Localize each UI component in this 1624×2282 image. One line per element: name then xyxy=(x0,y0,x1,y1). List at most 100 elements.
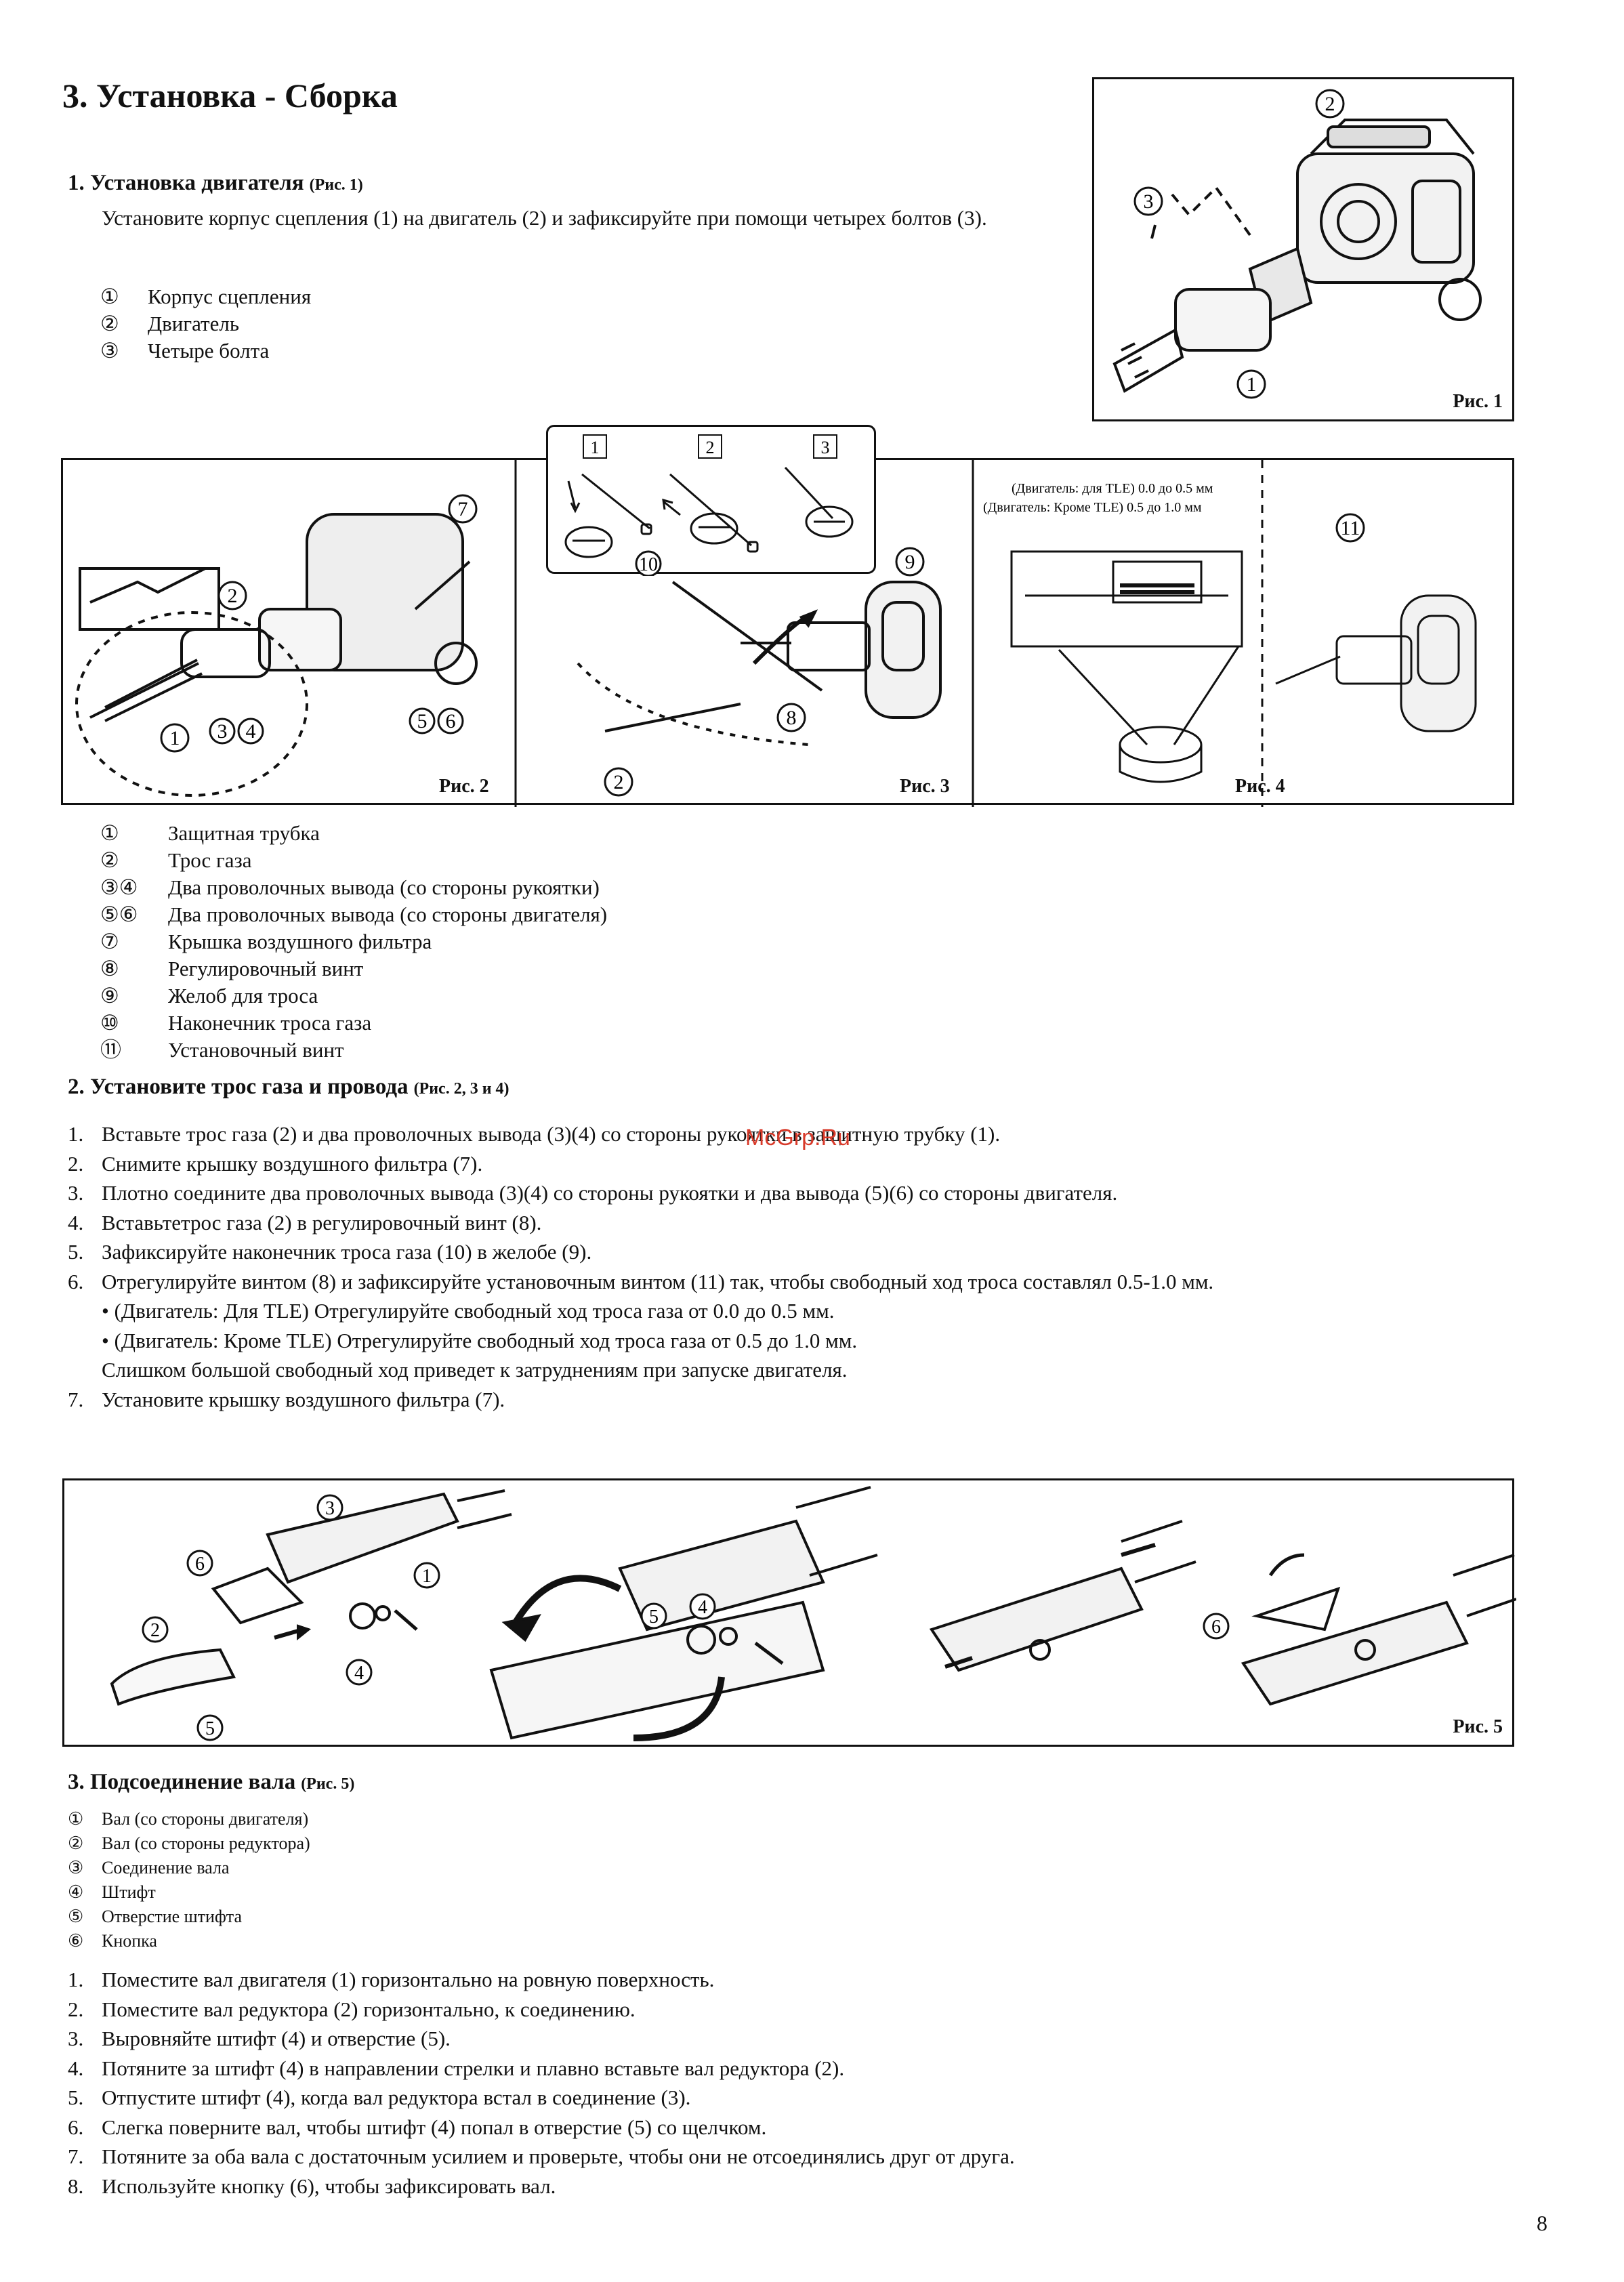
section1-text: Установите корпус сцепления (1) на двига… xyxy=(102,206,987,230)
legend-label: Отверстие штифта xyxy=(102,1907,243,1926)
step-item: 5. Отпустите штифт (4), когда вал редукто… xyxy=(68,2083,1511,2113)
legend-item: ⑦ Крышка воздушного фильтра xyxy=(100,928,607,955)
legend-item: ⑩ Наконечник троса газа xyxy=(100,1010,607,1037)
legend-num: ① xyxy=(100,821,119,845)
figures-2-4: 7 2 1 3 4 5 6 9 xyxy=(61,458,1514,807)
legend-label: Крышка воздушного фильтра xyxy=(168,930,432,953)
step-item: 7.Потяните за оба вала с достаточным уси… xyxy=(68,2142,1511,2172)
callout-6-fig5: 6 xyxy=(195,1554,205,1575)
step-box-2: 2 xyxy=(706,438,715,457)
legend-label: Вал (со стороны редуктора) xyxy=(102,1833,310,1853)
step-box-1: 1 xyxy=(591,438,600,457)
step-item: 3. Плотно соедините два проволочных вывод… xyxy=(68,1178,1511,1208)
legend-num: ③④ xyxy=(100,875,138,899)
step-item: 7. Установите крышку воздушного фильтра (… xyxy=(68,1385,1511,1415)
figure-1: 2 3 1 Рис. 1 xyxy=(1092,77,1514,421)
step-text: Отрегулируйте винтом (8) и зафиксируйте … xyxy=(102,1269,1214,1293)
shaft-connection-illustration: 3 6 1 2 4 5 5 4 6 xyxy=(110,1486,1516,1741)
step-num: 2. xyxy=(68,1997,84,2021)
section3-ref: (Рис. 5) xyxy=(301,1775,355,1793)
legend-label: Два проволочных вывода (со стороны двига… xyxy=(168,903,608,926)
step-item: 2. Поместите вал редуктора (2) горизонтал… xyxy=(68,1995,1511,2025)
step-text: Потяните за оба вала с достаточным усили… xyxy=(102,2144,1015,2168)
legend-num: ② xyxy=(68,1833,84,1853)
legend-label: Четыре болта xyxy=(148,339,270,362)
legend-item: ② Двигатель xyxy=(100,310,311,337)
legend-num: ② xyxy=(100,312,119,335)
legend-label: Защитная трубка xyxy=(168,821,320,845)
step-text: Слегка поверните вал, чтобы штифт (4) по… xyxy=(102,2115,767,2139)
legend-num: ① xyxy=(100,285,119,308)
step-num: 5. xyxy=(68,2086,84,2109)
legend-num: ② xyxy=(100,848,119,872)
engine-clutch-illustration: 2 3 1 xyxy=(1112,89,1482,399)
legend-label: Трос газа xyxy=(168,848,252,872)
step-text: Отпустите штифт (4), когда вал редуктора… xyxy=(102,2086,691,2109)
legend-label: Наконечник троса газа xyxy=(168,1011,372,1035)
fig4-note-tle: (Двигатель: для TLE) 0.0 до 0.5 мм xyxy=(1012,481,1213,496)
legend-label: Двигатель xyxy=(148,312,239,335)
callout-2: 2 xyxy=(1325,93,1335,115)
step-num: 7. xyxy=(68,1387,84,1411)
step-num: 6. xyxy=(68,1269,84,1293)
legend-label: Желоб для троса xyxy=(168,984,318,1008)
step-num xyxy=(68,1355,102,1385)
legend-item: ① Защитная трубка xyxy=(100,820,607,847)
step-item: 8.Используйте кнопку (6), чтобы зафиксир… xyxy=(68,2172,1511,2201)
step-text: • (Двигатель: Для TLE) Отрегулируйте сво… xyxy=(102,1299,835,1323)
section3-heading-text: 3. Подсоединение вала xyxy=(68,1770,296,1794)
legend-num: ⑦ xyxy=(100,930,119,953)
step-text: Вставьте трос газа (2) и два проволочных… xyxy=(102,1122,1001,1146)
throttle-cable-illustrations: 7 2 1 3 4 5 6 9 xyxy=(75,460,1477,807)
callout-5-fig5b: 5 xyxy=(649,1606,659,1627)
legend-label: Вал (со стороны двигателя) xyxy=(102,1809,309,1829)
step-num: 3. xyxy=(68,1181,84,1205)
step-box-3: 3 xyxy=(821,438,830,457)
legend-label: Регулировочный винт xyxy=(168,957,364,980)
legend-label: Соединение вала xyxy=(102,1858,230,1878)
callout-3-fig2: 3 xyxy=(217,720,228,743)
step-num: 4. xyxy=(68,2056,84,2080)
legend-num: ⑩ xyxy=(100,1011,119,1035)
legend-label: Штифт xyxy=(102,1882,156,1902)
step-text: Плотно соедините два проволочных вывода … xyxy=(102,1181,1118,1205)
step-item: 3. Выровняйте штифт (4) и отверстие (5). xyxy=(68,2024,1511,2054)
step-item: 6. Отрегулируйте винтом (8) и зафиксируйт… xyxy=(68,1267,1511,1297)
legend-num: ⑧ xyxy=(100,957,119,980)
section3-steps: 1.Поместите вал двигателя (1) горизонтал… xyxy=(68,1965,1511,2201)
callout-10: 10 xyxy=(639,554,658,575)
figure-3-caption: Рис. 3 xyxy=(900,776,950,797)
callout-5-fig2: 5 xyxy=(417,710,428,732)
legend-num: ⑤⑥ xyxy=(100,903,138,926)
callout-8: 8 xyxy=(787,707,797,729)
step-text: Выровняйте штифт (4) и отверстие (5). xyxy=(102,2027,451,2050)
callout-9: 9 xyxy=(905,551,915,573)
legend-num: ③ xyxy=(100,339,119,362)
callout-11: 11 xyxy=(1341,517,1360,539)
callout-4-fig2: 4 xyxy=(246,720,256,743)
callout-6-fig5b: 6 xyxy=(1211,1617,1221,1638)
step-text: Зафиксируйте наконечник троса газа (10) … xyxy=(102,1240,592,1264)
figure-4-caption: Рис. 4 xyxy=(1235,776,1285,797)
section3-heading: 3. Подсоединение вала (Рис. 5) xyxy=(68,1770,354,1795)
legend-num: ⑪ xyxy=(100,1038,121,1062)
step-item: 4.Вставьтетрос газа (2) в регулировочный… xyxy=(68,1208,1511,1238)
figure-5-caption: Рис. 5 xyxy=(1453,1716,1503,1737)
fig4-note-non-tle: (Двигатель: Кроме TLE) 0.5 до 1.0 мм xyxy=(983,500,1202,515)
step-num: 3. xyxy=(68,2027,84,2050)
page-title: 3. Установка - Сборка xyxy=(62,77,398,115)
step-text: Поместите вал редуктора (2) горизонтальн… xyxy=(102,1997,636,2021)
section2-ref: (Рис. 2, 3 и 4) xyxy=(413,1080,509,1098)
step-text: Установите крышку воздушного фильтра (7)… xyxy=(102,1387,505,1411)
step-text: Снимите крышку воздушного фильтра (7). xyxy=(102,1151,483,1176)
step-num: 1. xyxy=(68,1968,84,1991)
callout-6-fig2: 6 xyxy=(446,710,456,732)
legend-item: ⑤⑥ Два проволочных вывода (со стороны дви… xyxy=(100,901,607,928)
step-text: Потяните за штифт (4) в направлении стре… xyxy=(102,2056,845,2080)
step-item: 1.Вставьте трос газа (2) и два проволочн… xyxy=(68,1119,1511,1149)
section2-heading-text: 2. Установите трос газа и провода xyxy=(68,1075,409,1099)
